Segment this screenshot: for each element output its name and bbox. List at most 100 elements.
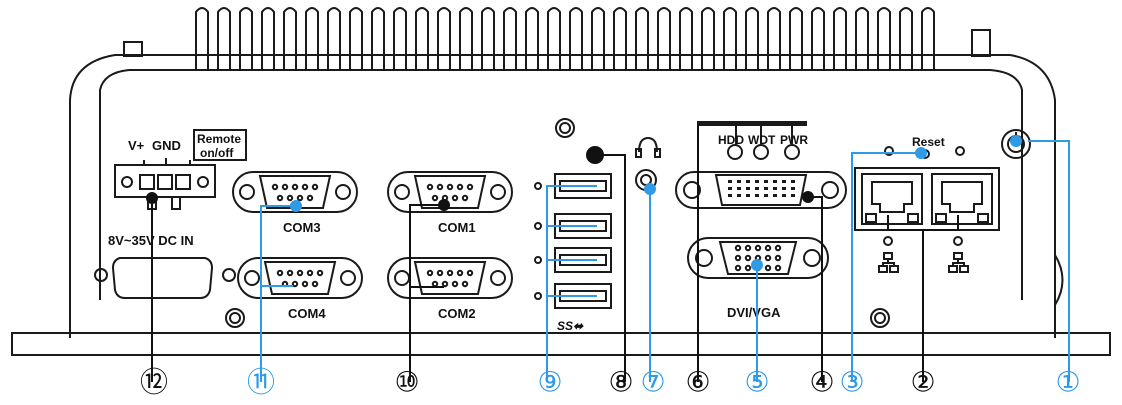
dvi-pin [773, 194, 777, 197]
dvi-pin [728, 180, 732, 183]
heatsink-fin [195, 7, 209, 70]
vga-pin [764, 264, 772, 272]
heatsink-fin [459, 7, 473, 70]
com3-label: COM3 [283, 220, 321, 235]
power-vplus-label: V+ [128, 138, 145, 153]
com4-label: COM4 [288, 306, 326, 321]
callout-2: ② [910, 366, 935, 399]
heatsink-fin [283, 7, 297, 70]
callout-1: ① [1055, 366, 1080, 399]
screw-icon [94, 268, 236, 282]
dvi-pin [782, 194, 786, 197]
heatsink-fin [591, 7, 605, 70]
vga-pin [734, 254, 742, 262]
led-hdd-label: HDD [718, 133, 744, 147]
dvi-pin [764, 180, 768, 183]
dvi-pin [737, 180, 741, 183]
com2-port [387, 257, 513, 299]
heatsink-fin [327, 7, 341, 70]
vga-pin [774, 264, 782, 272]
callout-10-leader [409, 204, 444, 382]
vga-pin [744, 244, 752, 252]
dvi-vga-label: DVI/VGA [727, 305, 781, 320]
heatsink-fin [635, 7, 649, 70]
heatsink-fin [855, 7, 869, 70]
heatsink-fin [547, 7, 561, 70]
callout-11-leader [260, 205, 296, 382]
dvi-pin [737, 187, 741, 190]
heatsink-fin [657, 7, 671, 70]
com4-port [237, 257, 363, 299]
callout-1-leader [1028, 140, 1070, 382]
dvi-pin [737, 194, 741, 197]
callout-8-marker [589, 149, 601, 161]
callout-1-marker [1010, 135, 1022, 147]
vga-pin [734, 264, 742, 272]
callout-3-leader [851, 152, 921, 382]
led-pwr-label: PWR [780, 133, 808, 147]
heatsink-fin [349, 7, 363, 70]
heatsink-fin [393, 7, 407, 70]
com3-port [232, 171, 358, 213]
network-icon [948, 252, 969, 273]
dvi-pin [728, 187, 732, 190]
dvi-pin [773, 180, 777, 183]
network-icon [878, 252, 899, 273]
heatsink-fin [745, 7, 759, 70]
heatsink-fin [217, 7, 231, 70]
callout-11: ⑪ [247, 366, 275, 399]
callout-5-marker [751, 259, 763, 271]
dvi-pin [782, 180, 786, 183]
callout-5: ⑤ [744, 366, 769, 399]
screw-icon [555, 118, 575, 138]
heatsink-fin [701, 7, 715, 70]
callout-9: ⑨ [537, 366, 562, 399]
heatsink-fin [305, 7, 319, 70]
chassis-outline [69, 54, 1056, 338]
antenna-stub-right [971, 29, 991, 57]
usb-logo-label: SS⬌ [557, 319, 584, 333]
dvi-pin [791, 180, 795, 183]
dvi-port [675, 171, 847, 209]
dc-in-cutout [111, 257, 214, 299]
heatsink-fin [899, 7, 913, 70]
dvi-pin [791, 194, 795, 197]
heatsink-fin [569, 7, 583, 70]
callout-12-marker [146, 192, 158, 204]
callout-10: ⑩ [394, 366, 419, 399]
heatsink-fin [481, 7, 495, 70]
dvi-pin [782, 187, 786, 190]
callout-6: ⑥ [685, 366, 710, 399]
callout-7-marker [644, 183, 656, 195]
callout-10-marker [438, 199, 450, 211]
callout-9-leader [546, 185, 597, 382]
screw-icon [225, 308, 245, 328]
dvi-pin [728, 194, 732, 197]
com1-port [387, 171, 513, 213]
heatsink-fin [679, 7, 693, 70]
heatsink-fin [723, 7, 737, 70]
lan-ports [854, 167, 1000, 246]
terminal-block [114, 129, 247, 210]
heatsink-fin [767, 7, 781, 70]
heatsink-fins [195, 7, 935, 70]
remote-label-line2: on/off [200, 146, 234, 160]
heatsink-fin [437, 7, 451, 70]
reset-label: Reset [912, 135, 945, 149]
heatsink-fin [833, 7, 847, 70]
callout-8: ⑧ [608, 366, 633, 399]
heatsink-fin [811, 7, 825, 70]
callout-4-marker [802, 191, 814, 203]
dvi-pin [764, 187, 768, 190]
chassis-front [99, 69, 1023, 300]
callout-3-marker [915, 147, 927, 159]
vga-pin [754, 244, 762, 252]
vga-pin [774, 254, 782, 262]
antenna-stub-left [123, 41, 143, 57]
vga-pin [744, 264, 752, 272]
dvi-pin [746, 180, 750, 183]
heatsink-fin [503, 7, 517, 70]
callout-8-leader [595, 154, 626, 382]
heatsink-fin [239, 7, 253, 70]
